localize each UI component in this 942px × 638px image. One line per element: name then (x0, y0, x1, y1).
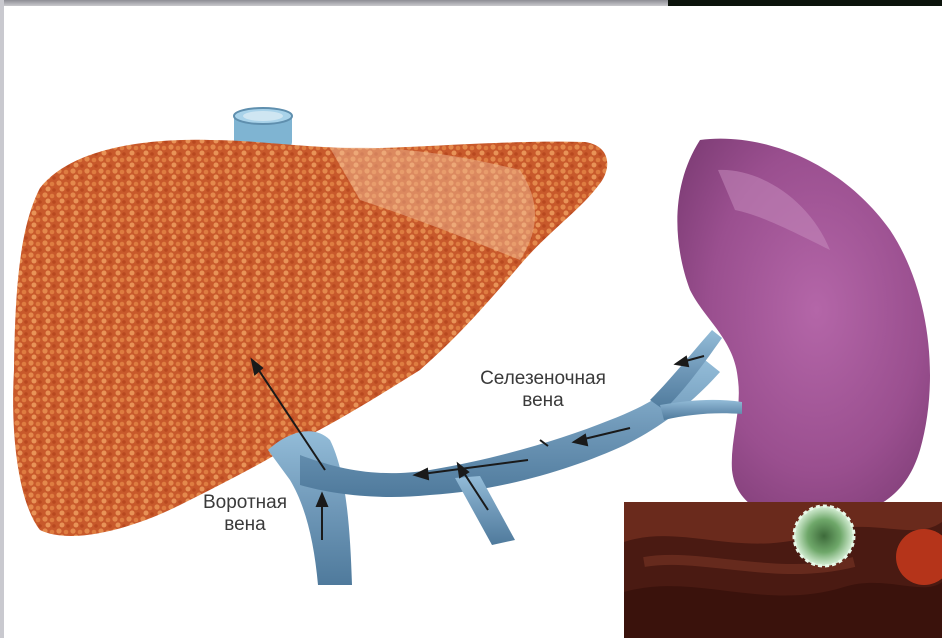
portal-vein-label-line2: вена (186, 514, 304, 536)
splenic-vein-label-line1: Селезеночная (455, 368, 631, 390)
splenic-vein-label-line2: вена (455, 390, 631, 412)
micrograph-image (624, 502, 942, 638)
portal-vein-label: Воротная вена (186, 492, 304, 536)
portal-vein-label-line1: Воротная (186, 492, 304, 514)
micrograph-inset (624, 502, 942, 638)
splenic-vein-label: Селезеночная вена (455, 368, 631, 412)
spleen (677, 139, 930, 520)
